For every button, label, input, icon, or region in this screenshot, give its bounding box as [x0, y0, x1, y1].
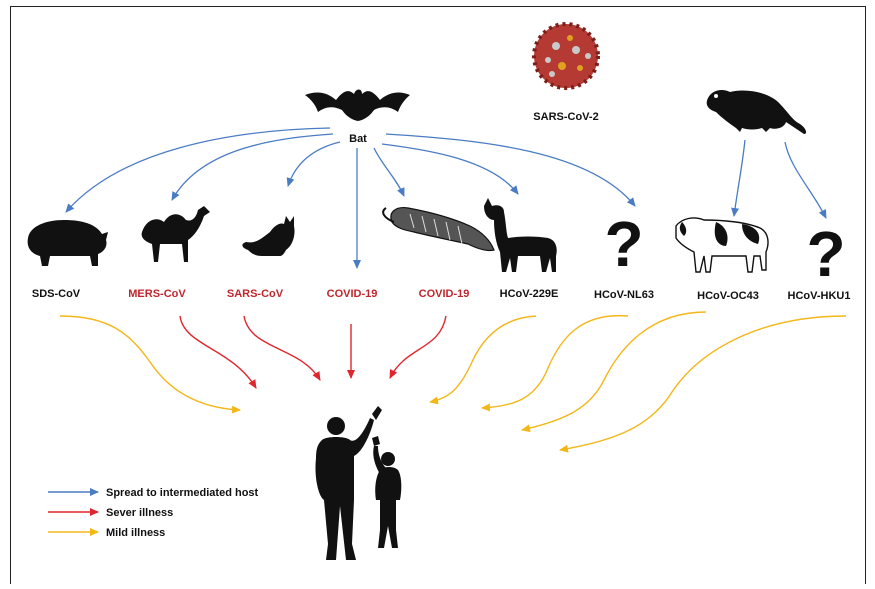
coronavirus-icon: [534, 24, 598, 88]
virus-label-hcov-hku1: HCoV-HKU1: [788, 290, 851, 302]
severe-arrow-sars: [244, 316, 320, 380]
legend-label-spread: Spread to intermediated host: [106, 487, 259, 499]
question-mark-hku1: ?: [806, 218, 845, 290]
mild-arrow-229e: [430, 316, 536, 402]
virus-labels: SDS-CoV MERS-CoV SARS-CoV COVID-19 COVID…: [32, 288, 851, 302]
severe-arrow-covid-pangolin: [390, 316, 446, 378]
spread-arrow-cat: [288, 142, 340, 186]
spread-arrow-hku1: [785, 142, 826, 218]
humans-icon: [315, 406, 401, 560]
virus-label-sds-cov: SDS-CoV: [32, 288, 81, 300]
bat-icon: [305, 90, 410, 122]
bat-label: Bat: [349, 133, 367, 145]
camel-icon: [142, 206, 210, 262]
virus-label-covid-19-bat: COVID-19: [327, 288, 378, 300]
severe-arrows: [180, 316, 446, 388]
virus-label-hcov-oc43: HCoV-OC43: [697, 290, 759, 302]
spread-arrow-llama: [382, 144, 518, 194]
mild-arrow-oc43: [522, 312, 706, 430]
legend: Spread to intermediated host Sever illne…: [48, 487, 259, 539]
mild-arrow-nl63: [482, 316, 628, 408]
virus-label-mers-cov: MERS-CoV: [128, 288, 186, 300]
legend-label-mild: Mild illness: [106, 527, 165, 539]
legend-item-severe: Sever illness: [48, 507, 173, 519]
legend-label-severe: Sever illness: [106, 507, 173, 519]
severe-arrow-mers: [180, 316, 256, 388]
cow-icon: [676, 218, 768, 272]
legend-item-mild: Mild illness: [48, 527, 165, 539]
spread-arrow-nl63: [386, 134, 635, 206]
pangolin-icon: [383, 208, 494, 251]
spread-arrow-cow: [734, 140, 745, 216]
legend-item-spread: Spread to intermediated host: [48, 487, 259, 499]
question-mark-nl63: ?: [604, 208, 643, 280]
pig-icon: [28, 220, 108, 266]
virus-label-sars-cov: SARS-CoV: [227, 288, 284, 300]
spread-arrow-pangolin: [374, 148, 404, 196]
llama-icon: [484, 198, 557, 272]
virus-label-hcov-nl63: HCoV-NL63: [594, 289, 654, 301]
rat-icon: [707, 90, 806, 134]
mild-arrow-sds: [60, 316, 240, 410]
virus-label-hcov-229e: HCoV-229E: [500, 288, 559, 300]
virus-label-covid-19-pangolin: COVID-19: [419, 288, 470, 300]
cat-icon: [242, 216, 294, 256]
mild-arrows: [60, 312, 846, 450]
sars-cov-2-label: SARS-CoV-2: [533, 111, 598, 123]
